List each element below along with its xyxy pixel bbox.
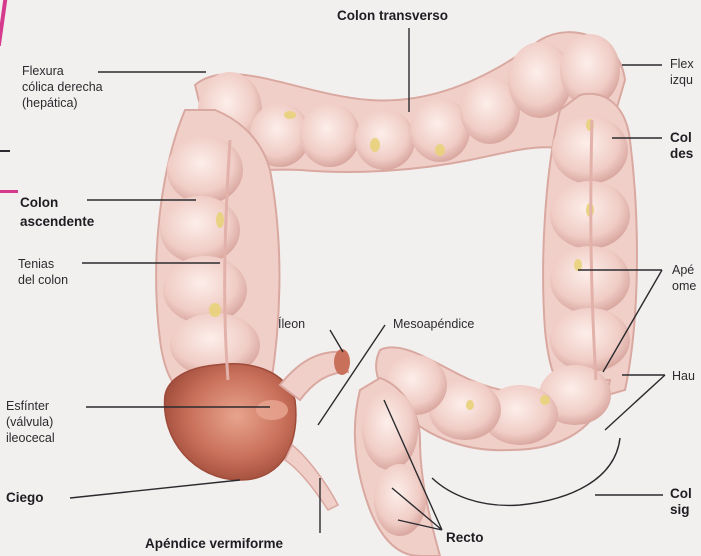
- leader-ciego: [70, 480, 240, 498]
- label-colon-ascendente-line1: Colon: [20, 193, 94, 212]
- label-flexura-derecha-line2: cólica derecha: [22, 79, 103, 95]
- label-colon-ascendente: Colon ascendente: [20, 193, 94, 231]
- colon-ascendente-shape: [156, 110, 279, 400]
- label-apendices-omentales-line1: Apé: [672, 262, 696, 278]
- label-colon-sigmoide: Col sig: [670, 486, 692, 518]
- label-esfinter: Esfínter (válvula) ileocecal: [6, 398, 55, 446]
- label-flexura-derecha-line1: Flexura: [22, 63, 103, 79]
- label-mesoapendice: Mesoapéndice: [393, 316, 474, 332]
- label-haustras: Hau: [672, 368, 695, 384]
- label-colon-descendente: Col des: [670, 130, 693, 162]
- label-recto: Recto: [446, 530, 484, 546]
- label-colon-transverso: Colon transverso: [337, 8, 448, 24]
- label-ciego: Ciego: [6, 490, 44, 506]
- leader-colon-sigmoide: [432, 438, 663, 505]
- label-apendice: Apéndice vermiforme: [145, 536, 283, 552]
- label-flexura-izquierda: Flex izqu: [670, 56, 694, 88]
- accent-bar-low: [0, 150, 10, 152]
- label-colon-descendente-line1: Col: [670, 130, 693, 146]
- label-esfinter-line1: Esfínter: [6, 398, 55, 414]
- label-colon-sigmoide-line1: Col: [670, 486, 692, 502]
- label-flexura-derecha: Flexura cólica derecha (hepática): [22, 63, 103, 111]
- label-colon-sigmoide-line2: sig: [670, 502, 692, 518]
- accent-bar-mid: [0, 190, 18, 193]
- label-tenias-line1: Tenias: [18, 256, 68, 272]
- label-flexura-izquierda-line2: izqu: [670, 72, 694, 88]
- leader-ileon: [330, 330, 343, 352]
- label-esfinter-line3: ileocecal: [6, 430, 55, 446]
- label-colon-ascendente-line2: ascendente: [20, 212, 94, 231]
- ciego-shape: [165, 364, 296, 480]
- label-esfinter-line2: (válvula): [6, 414, 55, 430]
- apendice-shape: [285, 445, 338, 510]
- label-colon-descendente-line2: des: [670, 146, 693, 162]
- label-ileon: Íleon: [278, 316, 305, 332]
- label-apendices-omentales: Apé ome: [672, 262, 696, 294]
- label-tenias: Tenias del colon: [18, 256, 68, 288]
- label-flexura-derecha-line3: (hepática): [22, 95, 103, 111]
- label-apendices-omentales-line2: ome: [672, 278, 696, 294]
- label-tenias-line2: del colon: [18, 272, 68, 288]
- label-flexura-izquierda-line1: Flex: [670, 56, 694, 72]
